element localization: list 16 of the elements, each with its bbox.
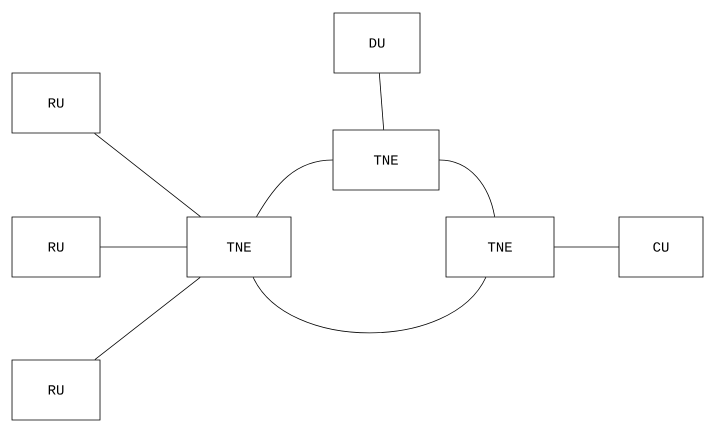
connector-line xyxy=(94,133,201,217)
unit-box: TNE xyxy=(446,216,554,278)
unit-box: RU xyxy=(12,216,100,278)
connector-line xyxy=(256,160,333,217)
connector-line xyxy=(439,160,496,217)
connector-line xyxy=(554,246,619,248)
unit-box: RU xyxy=(12,360,100,420)
connector-line xyxy=(252,277,486,334)
unit-box: CU xyxy=(618,216,704,278)
unit-box: TNE xyxy=(332,130,440,190)
connector-line xyxy=(100,246,188,248)
unit-box: TNE xyxy=(186,216,292,278)
connector-line xyxy=(94,277,201,360)
unit-box: DU xyxy=(334,12,420,74)
connector-line xyxy=(378,73,384,130)
unit-box: RU xyxy=(12,72,100,134)
